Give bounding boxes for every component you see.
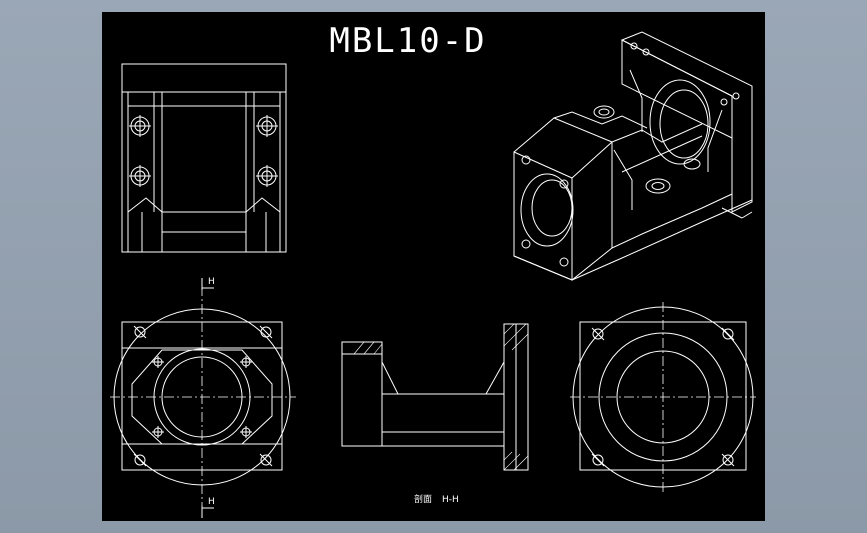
section-caption-glyph: 剖面 — [414, 493, 432, 505]
section-marker-top: H — [208, 277, 215, 287]
top-view — [121, 63, 287, 253]
isometric-view — [513, 31, 753, 281]
section-view-h-h: 剖面 H-H — [341, 323, 529, 505]
front-view: H H — [110, 277, 296, 518]
cad-drawing: MBL10-D — [110, 21, 756, 518]
section-marker-bottom: H — [208, 497, 215, 507]
drawing-title: MBL10-D — [329, 21, 486, 61]
rear-view — [570, 302, 756, 494]
drawing-sheet: MBL10-D — [102, 12, 765, 521]
section-caption: H-H — [442, 495, 459, 505]
